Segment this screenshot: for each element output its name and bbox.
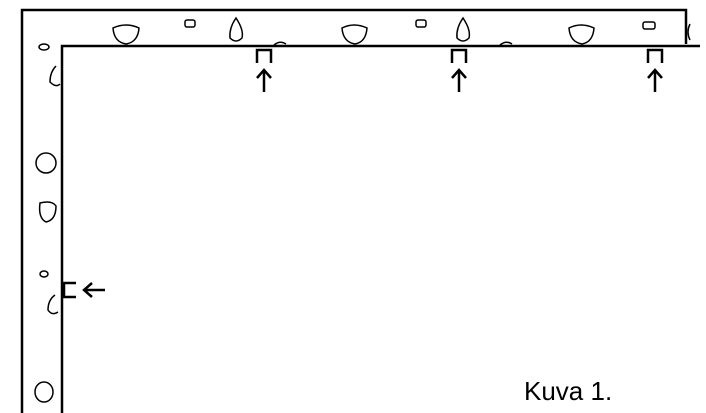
stone-outline-icon: [642, 21, 656, 30]
inner-field-boundary: [60, 44, 700, 413]
bracket-arrow-icon: [450, 48, 468, 92]
stone-outline-icon: [49, 65, 61, 87]
figure-caption: Kuva 1.: [524, 376, 613, 406]
outer-wall-frame: [20, 8, 688, 413]
bracket-arrow-icon: [646, 48, 664, 92]
bracket-arrow-icon: [255, 48, 273, 92]
top-markers: [255, 48, 664, 92]
stone-outline-icon: [39, 270, 49, 278]
stone-outline-icon: [229, 16, 244, 42]
stone-outline-icon: [35, 152, 57, 174]
stone-outline-icon: [38, 43, 50, 51]
stone-outline-icon: [687, 23, 691, 41]
top-strip-pebbles: [112, 16, 691, 46]
stone-outline-icon: [47, 294, 59, 315]
stone-outline-icon: [34, 381, 54, 403]
left-markers: [62, 281, 105, 299]
stone-outline-icon: [38, 201, 57, 223]
stone-outline-icon: [499, 41, 513, 46]
stone-outline-icon: [112, 24, 140, 45]
left-strip-pebbles: [34, 43, 61, 403]
stone-outline-icon: [568, 24, 595, 45]
stone-outline-icon: [273, 41, 287, 46]
stone-outline-icon: [184, 19, 196, 28]
bracket-arrow-icon: [62, 281, 105, 299]
stone-outline-icon: [456, 16, 471, 42]
stone-outline-icon: [341, 24, 368, 45]
stone-outline-icon: [415, 19, 427, 28]
